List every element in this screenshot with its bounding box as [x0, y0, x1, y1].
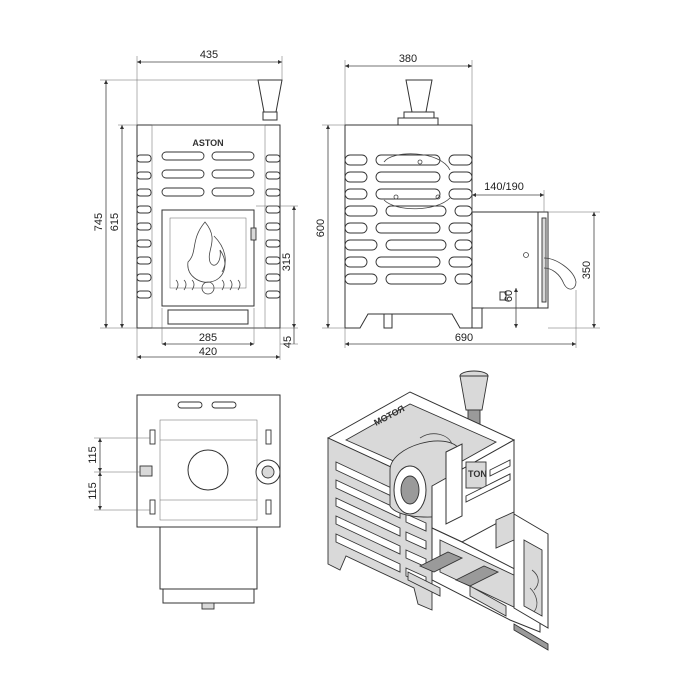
iso-tunnel-door — [513, 513, 549, 651]
front-dimensions: 435 745 615 315 45 285 420 — [93, 49, 298, 360]
fire-tunnel — [471, 211, 577, 309]
dim-height-total: 745 — [93, 213, 105, 231]
dim-door-height: 315 — [281, 253, 293, 271]
firebox-door — [161, 209, 257, 307]
dim-width-top: 435 — [200, 49, 218, 61]
dim-tunnel: 140/190 — [484, 181, 524, 193]
top-dimensions: 115 115 — [87, 437, 150, 511]
dim-base-width: 420 — [199, 346, 217, 358]
front-view: ASTON — [93, 49, 298, 360]
dim-side-height: 600 — [315, 219, 327, 237]
side-view: 380 600 140/190 350 60 690 — [315, 53, 600, 348]
isometric-cutaway: МОТОЯ TON — [326, 370, 549, 651]
dim-base-height: 45 — [282, 336, 294, 348]
front-logo: ASTON — [192, 138, 223, 148]
top-tunnel — [159, 526, 258, 610]
dim-tunnel-height: 350 — [581, 261, 593, 279]
dim-top-lower: 115 — [87, 482, 99, 500]
iso-right-slots — [465, 459, 511, 503]
iso-logo-2: TON — [468, 469, 487, 479]
ash-pan — [167, 309, 249, 325]
iso-firebox — [407, 527, 541, 633]
side-slots — [344, 154, 473, 285]
iso-chimney — [459, 370, 489, 425]
top-tank-opening — [187, 449, 229, 491]
dim-top-upper: 115 — [87, 446, 99, 464]
top-view: 115 115 — [87, 394, 281, 610]
dim-door-width: 285 — [199, 332, 217, 344]
front-slots — [136, 151, 281, 299]
side-chimney — [397, 79, 439, 126]
chimney — [257, 79, 283, 121]
dim-tunnel-offset: 60 — [503, 290, 515, 302]
dim-total-depth: 690 — [455, 332, 473, 344]
side-tank-outline — [383, 153, 451, 210]
side-dimensions: 380 600 140/190 350 60 690 — [315, 53, 600, 348]
dim-side-width-top: 380 — [399, 53, 417, 65]
dim-height-body: 615 — [109, 213, 121, 231]
